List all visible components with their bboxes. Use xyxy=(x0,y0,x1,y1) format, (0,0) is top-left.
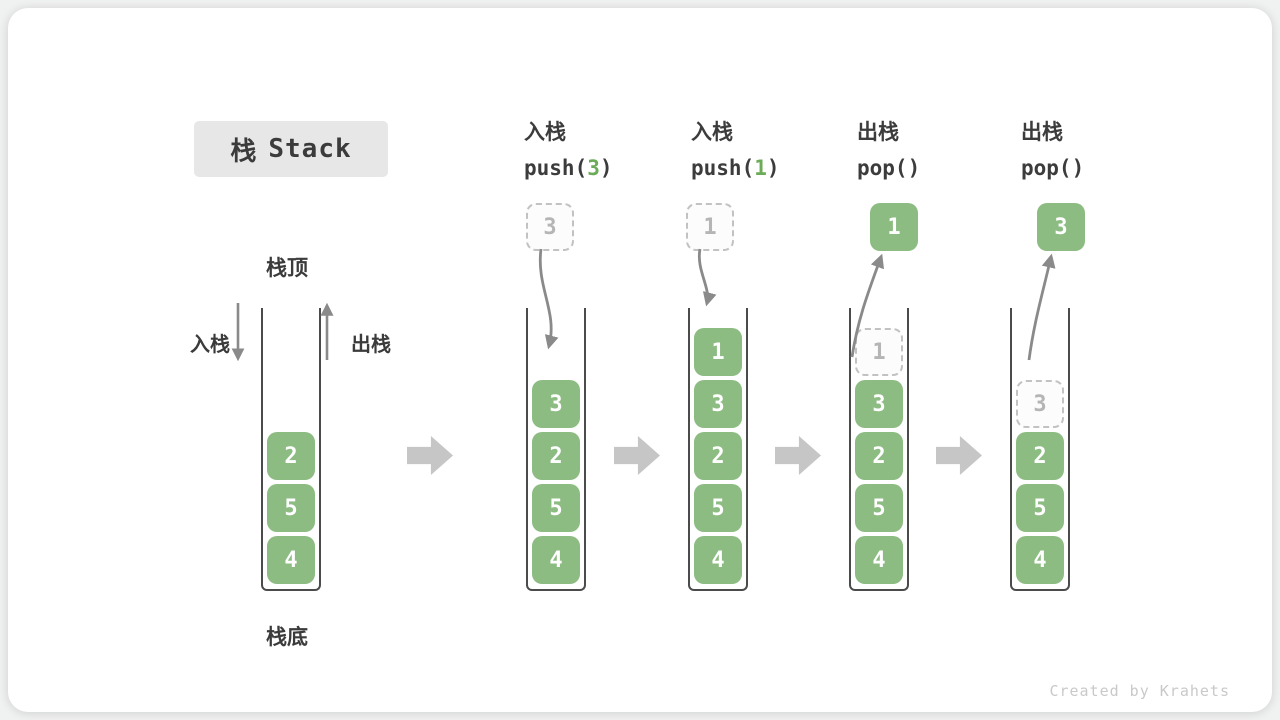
push-side-label: 入栈 xyxy=(190,332,230,356)
op-code-pre: pop( xyxy=(857,156,908,180)
stack-cell: 2 xyxy=(532,432,580,480)
op-code-arg: 3 xyxy=(587,156,600,180)
popped-slot-cell: 1 xyxy=(855,328,903,376)
stack-cell: 5 xyxy=(1016,484,1064,532)
title-zh: 栈 xyxy=(230,136,257,167)
stack-cell: 2 xyxy=(267,432,315,480)
stack-top-label: 栈顶 xyxy=(266,256,308,280)
title-en: Stack xyxy=(268,134,352,164)
stack-cell: 2 xyxy=(855,432,903,480)
stack-cell: 5 xyxy=(855,484,903,532)
stack-cell: 4 xyxy=(694,536,742,584)
stack-cell: 3 xyxy=(532,380,580,428)
op-code: push(1) xyxy=(691,150,780,186)
op-code-post: ) xyxy=(1071,156,1085,180)
next-state-arrow-icon xyxy=(614,436,660,475)
diagram-card: 栈 Stack 入栈 push(3) 入栈 push(1) 出栈 pop() 出… xyxy=(8,8,1272,712)
op-label-push-1: 入栈 push(1) xyxy=(691,114,780,186)
stack-cell: 5 xyxy=(694,484,742,532)
pushed-value-box-3: 3 xyxy=(526,203,574,251)
op-code: pop() xyxy=(857,150,920,186)
stack-bottom-label: 栈底 xyxy=(266,625,308,649)
popped-value-box-1: 1 xyxy=(870,203,918,251)
op-label-push-3: 入栈 push(3) xyxy=(524,114,613,186)
op-code-pre: push( xyxy=(691,156,755,180)
op-code-arg: 1 xyxy=(754,156,767,180)
stack-cell: 2 xyxy=(694,432,742,480)
op-label-pop-3: 出栈 pop() xyxy=(1021,114,1084,186)
stack-cell: 4 xyxy=(532,536,580,584)
stack-cell: 2 xyxy=(1016,432,1064,480)
op-code-pre: push( xyxy=(524,156,588,180)
op-code: pop() xyxy=(1021,150,1084,186)
watermark: Created by Krahets xyxy=(1049,682,1230,700)
op-name: 入栈 xyxy=(524,120,566,144)
popped-slot-cell: 3 xyxy=(1016,380,1064,428)
title-badge: 栈 Stack xyxy=(194,121,388,177)
op-name: 出栈 xyxy=(857,120,899,144)
stack-cell: 3 xyxy=(855,380,903,428)
next-state-arrow-icon xyxy=(775,436,821,475)
pop-side-label: 出栈 xyxy=(351,332,391,356)
stack-cell: 1 xyxy=(694,328,742,376)
popped-value-box-3: 3 xyxy=(1037,203,1085,251)
stack-cell: 3 xyxy=(694,380,742,428)
stack-cell: 4 xyxy=(855,536,903,584)
stack-cell: 4 xyxy=(1016,536,1064,584)
stack-cell: 5 xyxy=(267,484,315,532)
op-code: push(3) xyxy=(524,150,613,186)
op-name: 入栈 xyxy=(691,120,733,144)
next-state-arrow-icon xyxy=(407,436,453,475)
stack-cell: 4 xyxy=(267,536,315,584)
pushed-value-box-1: 1 xyxy=(686,203,734,251)
op-code-pre: pop( xyxy=(1021,156,1072,180)
op-name: 出栈 xyxy=(1021,120,1063,144)
op-label-pop-1: 出栈 pop() xyxy=(857,114,920,186)
stack-cell: 5 xyxy=(532,484,580,532)
op-code-post: ) xyxy=(907,156,921,180)
op-code-post: ) xyxy=(599,156,613,180)
next-state-arrow-icon xyxy=(936,436,982,475)
op-code-post: ) xyxy=(766,156,780,180)
